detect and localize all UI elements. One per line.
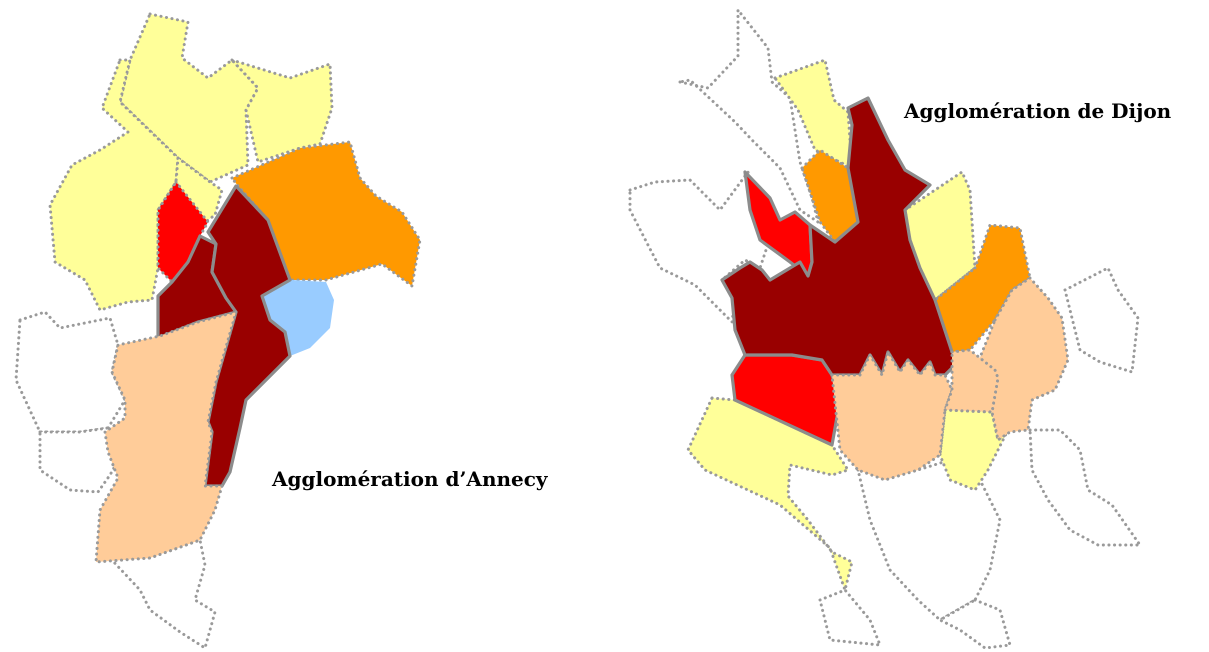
commune-annecy-white-southwest: [38, 426, 127, 494]
commune-dijon-white-far-south: [938, 598, 1012, 650]
commune-annecy-white-west: [14, 310, 127, 434]
lake-annecy: [262, 280, 334, 356]
commune-dijon-white-southwest: [818, 588, 882, 647]
commune-annecy-white-south: [108, 538, 217, 650]
commune-annecy-yellow-west: [48, 58, 180, 312]
commune-dijon-white-southeast: [1063, 266, 1140, 374]
commune-dijon-white-south: [1028, 428, 1142, 547]
commune-dijon-yellow-south: [938, 408, 1010, 492]
commune-annecy-yellow-center: [174, 156, 224, 228]
label-annecy: Agglomération d’Annecy: [271, 467, 549, 491]
commune-annecy-peach: [94, 310, 238, 564]
commune-annecy-red: [156, 180, 210, 284]
commune-annecy-core-east: [203, 184, 292, 488]
map-dijon: Agglomération de Dijon: [628, 8, 1172, 650]
commune-dijon-white-west: [628, 170, 772, 324]
commune-dijon-orange-north: [800, 148, 860, 244]
commune-dijon-yellow-southwest: [686, 396, 854, 592]
map-annecy: Agglomération d’Annecy: [14, 12, 549, 650]
commune-dijon-peach-small: [943, 348, 1000, 414]
label-dijon: Agglomération de Dijon: [903, 99, 1172, 123]
commune-dijon-peach-center: [830, 350, 954, 482]
commune-dijon-white-southcenter: [856, 458, 1002, 622]
commune-dijon-peach-east: [973, 276, 1070, 442]
